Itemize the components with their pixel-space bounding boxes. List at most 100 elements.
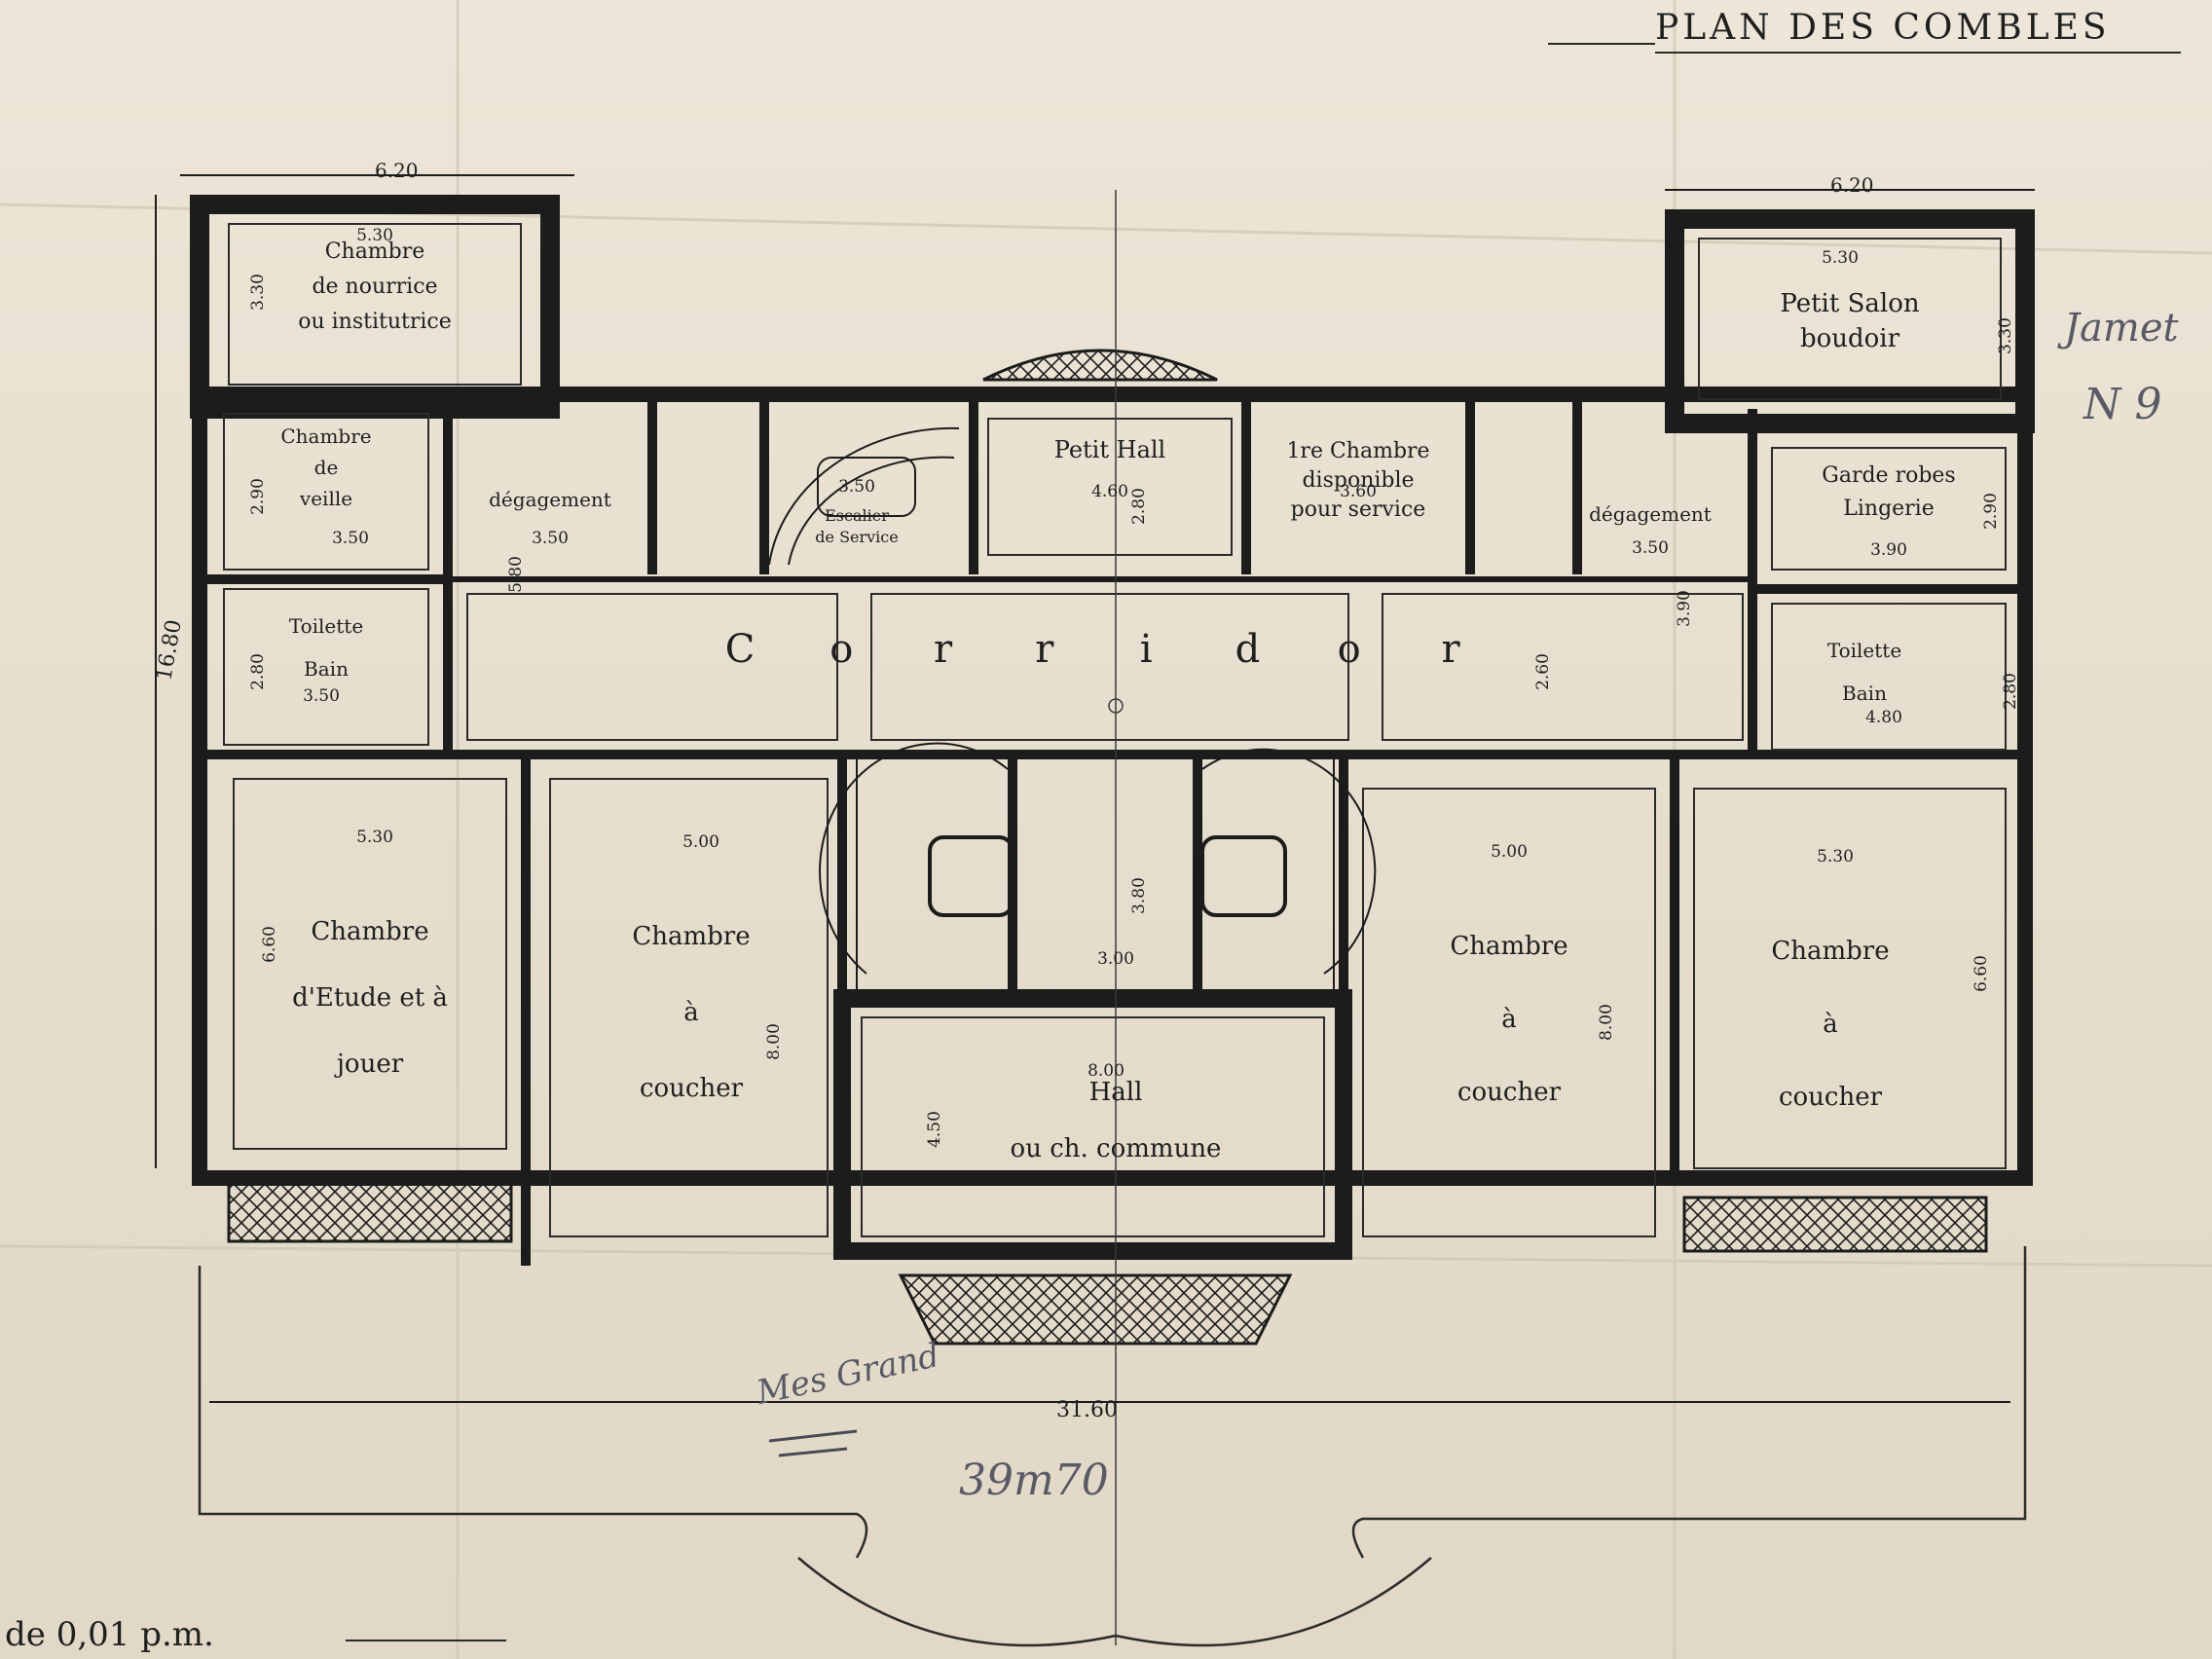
corridor-letter-7: r — [1441, 627, 1460, 672]
signature-underline — [768, 1429, 858, 1457]
room-label-toilette-left-line-1: Bain — [304, 657, 349, 681]
room-dim-width-degagement-right: 3.50 — [1632, 538, 1669, 558]
room-label-chambre-coucher-1-line-1: à — [683, 998, 699, 1027]
main-staircase-right — [1200, 748, 1377, 993]
room-dim-width-escalier: 3.50 — [838, 477, 875, 497]
main-staircase-left — [819, 742, 1014, 993]
room-label-toilette-right-line-0: Toilette — [1827, 639, 1901, 662]
room-dim-height-degagement-right: 3.90 — [1675, 590, 1694, 627]
room-dim-height-garde-robes: 2.90 — [1981, 493, 2001, 530]
corridor-letter-2: r — [934, 627, 953, 672]
room-label-veille-line-1: de — [314, 456, 339, 479]
room-dim-width-petit-salon: 5.30 — [1822, 248, 1859, 268]
plan-title-text: PLAN DES COMBLES — [1655, 8, 2111, 48]
room-label-chambre-coucher-1-line-2: coucher — [640, 1074, 744, 1103]
dim-right-wing-width: 6.20 — [1830, 173, 1874, 197]
room-label-chambre-coucher-2-line-1: à — [1501, 1005, 1517, 1034]
room-dim-height-veille: 2.90 — [248, 478, 268, 515]
dimension-lines — [155, 174, 2035, 1403]
room-outlines — [223, 223, 2007, 1237]
scale-note-text: de 0,01 p.m. — [5, 1615, 214, 1654]
room-dim-width-nourrice: 5.30 — [356, 226, 393, 245]
room-label-escalier-line-1: de Service — [815, 528, 898, 546]
room-dim-width-premiere-chambre: 3.60 — [1340, 482, 1377, 501]
corridor-dim-height: 2.60 — [1533, 653, 1553, 690]
room-label-premiere-chambre-line-2: pour service — [1291, 498, 1426, 522]
room-label-hall-line-0: Hall — [1089, 1078, 1143, 1107]
room-dim-height-petit-hall: 2.80 — [1129, 488, 1149, 525]
room-label-chambre-coucher-1-line-0: Chambre — [632, 922, 750, 951]
scale-note: de 0,01 p.m. — [5, 1615, 506, 1654]
room-dim-height-petit-salon: 3.30 — [1996, 317, 2015, 354]
corridor-letter-5: d — [1235, 627, 1261, 672]
room-dim-height-chambre-etude: 6.60 — [260, 926, 279, 963]
service-staircase — [768, 426, 960, 566]
room-label-petit-salon-line-1: boudoir — [1800, 324, 1900, 353]
room-dim-height-hall: 4.50 — [925, 1111, 944, 1148]
room-label-veille-line-0: Chambre — [280, 424, 371, 448]
room-label-premiere-chambre-line-1: disponible — [1302, 468, 1414, 493]
center-axis — [1108, 190, 1124, 1645]
corridor-letter-0: C — [725, 627, 756, 672]
room-label-escalier-line-0: Escalier — [825, 506, 889, 525]
room-dim-width-chambre-coucher-3: 5.30 — [1817, 847, 1854, 866]
room-label-chambre-etude-line-0: Chambre — [311, 917, 428, 946]
room-label-premiere-chambre-line-0: 1re Chambre — [1286, 439, 1429, 463]
room-label-chambre-coucher-3-line-2: coucher — [1779, 1083, 1883, 1112]
room-dim-height-degagement-left: 5.80 — [506, 556, 526, 593]
room-label-petit-salon-line-0: Petit Salon — [1780, 289, 1919, 318]
room-dim-width-degagement-left: 3.50 — [532, 529, 569, 548]
room-dim-width-veille: 3.50 — [332, 529, 369, 548]
room-label-chambre-coucher-2-line-0: Chambre — [1450, 932, 1567, 961]
room-dim-height-toilette-right: 2.80 — [2001, 673, 2020, 710]
room-dim-height-chambre-coucher-2: 8.00 — [1597, 1004, 1616, 1041]
room-label-chambre-etude-line-1: d'Etude et à — [292, 983, 448, 1013]
room-dim-width-petit-hall: 4.60 — [1091, 482, 1128, 501]
margin-pencil-name: Jamet — [2057, 306, 2179, 350]
room-label-degagement-right-line-0: dégagement — [1589, 502, 1712, 526]
room-label-degagement-left-line-0: dégagement — [489, 488, 611, 511]
terrace-outline — [198, 1246, 2027, 1647]
room-dim-width-stair-landing: 3.00 — [1097, 949, 1134, 969]
room-label-garde-robes-line-1: Lingerie — [1843, 497, 1935, 521]
dim-left-wing-width: 6.20 — [375, 159, 419, 182]
margin-pencil-number: N 9 — [2083, 380, 2161, 429]
room-label-petit-hall-line-0: Petit Hall — [1054, 436, 1165, 463]
room-dim-width-toilette-right: 4.80 — [1865, 708, 1902, 727]
room-label-veille-line-2: veille — [299, 487, 352, 510]
room-dim-width-garde-robes: 3.90 — [1870, 540, 1907, 560]
room-dim-height-chambre-coucher-3: 6.60 — [1972, 955, 1991, 992]
room-label-nourrice-line-0: Chambre — [325, 240, 425, 264]
room-dim-width-chambre-coucher-2: 5.00 — [1491, 842, 1528, 862]
room-label-nourrice-line-2: ou institutrice — [298, 310, 452, 334]
corridor-letter-4: i — [1140, 627, 1153, 672]
room-labels: Chambre de nourrice ou institutrice 5.30 3.3… — [248, 226, 2020, 1163]
room-dim-height-nourrice: 3.30 — [248, 274, 268, 311]
room-label-hall-line-1: ou ch. commune — [1011, 1134, 1222, 1163]
room-dim-height-chambre-coucher-1: 8.00 — [764, 1023, 784, 1060]
room-label-toilette-right-line-1: Bain — [1842, 682, 1887, 705]
corridor-letter-6: o — [1338, 627, 1361, 672]
room-label-chambre-coucher-3-line-1: à — [1823, 1010, 1838, 1039]
room-dim-width-chambre-coucher-1: 5.00 — [682, 832, 719, 852]
dim-facade-width: 31.60 — [1056, 1398, 1118, 1422]
corridor-letter-3: r — [1035, 627, 1054, 672]
room-dim-width-chambre-etude: 5.30 — [356, 828, 393, 847]
room-label-nourrice-line-1: de nourrice — [312, 275, 437, 299]
room-label-chambre-coucher-3-line-0: Chambre — [1771, 937, 1889, 966]
room-label-garde-robes-line-0: Garde robes — [1822, 463, 1955, 488]
room-dim-width-toilette-left: 3.50 — [303, 686, 340, 706]
dim-overall-depth: 16.80 — [152, 618, 187, 682]
room-dim-height-toilette-left: 2.80 — [248, 653, 268, 690]
interior-walls — [200, 394, 2025, 1266]
plan-title: PLAN DES COMBLES — [1548, 8, 2181, 54]
corridor-letter-1: o — [830, 627, 853, 672]
room-label-toilette-left-line-0: Toilette — [289, 614, 363, 638]
balconies — [227, 349, 1988, 1346]
room-dim-height-stair-landing: 3.80 — [1129, 877, 1149, 914]
room-label-chambre-coucher-2-line-2: coucher — [1457, 1078, 1562, 1107]
room-dim-width-hall: 8.00 — [1088, 1061, 1124, 1081]
